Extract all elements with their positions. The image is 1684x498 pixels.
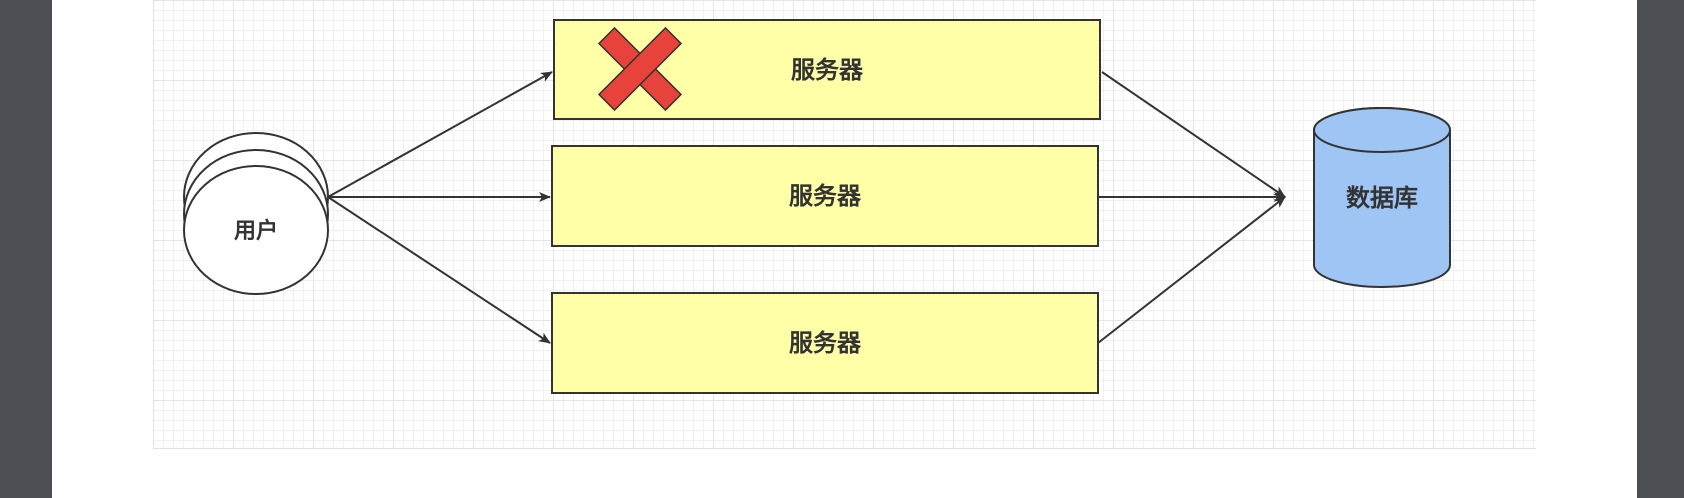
connector-server-1-database <box>1101 71 1286 198</box>
server-box-2 <box>551 145 1099 247</box>
server-label-2: 服务器 <box>789 182 862 210</box>
server-node-3[interactable]: 服务器 <box>551 292 1099 394</box>
user-node[interactable]: 用户 <box>183 132 329 295</box>
database-node[interactable]: 数据库 <box>1313 107 1451 288</box>
cross-icon <box>597 26 683 112</box>
connector-server-3-database <box>1097 196 1286 344</box>
database-cylinder-top <box>1313 107 1451 153</box>
server-node-1[interactable]: 服务器 <box>553 3 1101 136</box>
connector-user-server-1 <box>327 71 553 198</box>
user-to-server-connectors <box>327 71 553 344</box>
user-label: 用户 <box>234 218 278 244</box>
server-box-3 <box>551 292 1099 394</box>
database-label: 数据库 <box>1346 184 1418 212</box>
server-to-database-connectors <box>1097 71 1286 344</box>
server-label-1: 服务器 <box>791 56 864 84</box>
server-node-2[interactable]: 服务器 <box>551 145 1099 247</box>
server-label-3: 服务器 <box>789 329 862 357</box>
connector-user-server-3 <box>327 196 551 344</box>
